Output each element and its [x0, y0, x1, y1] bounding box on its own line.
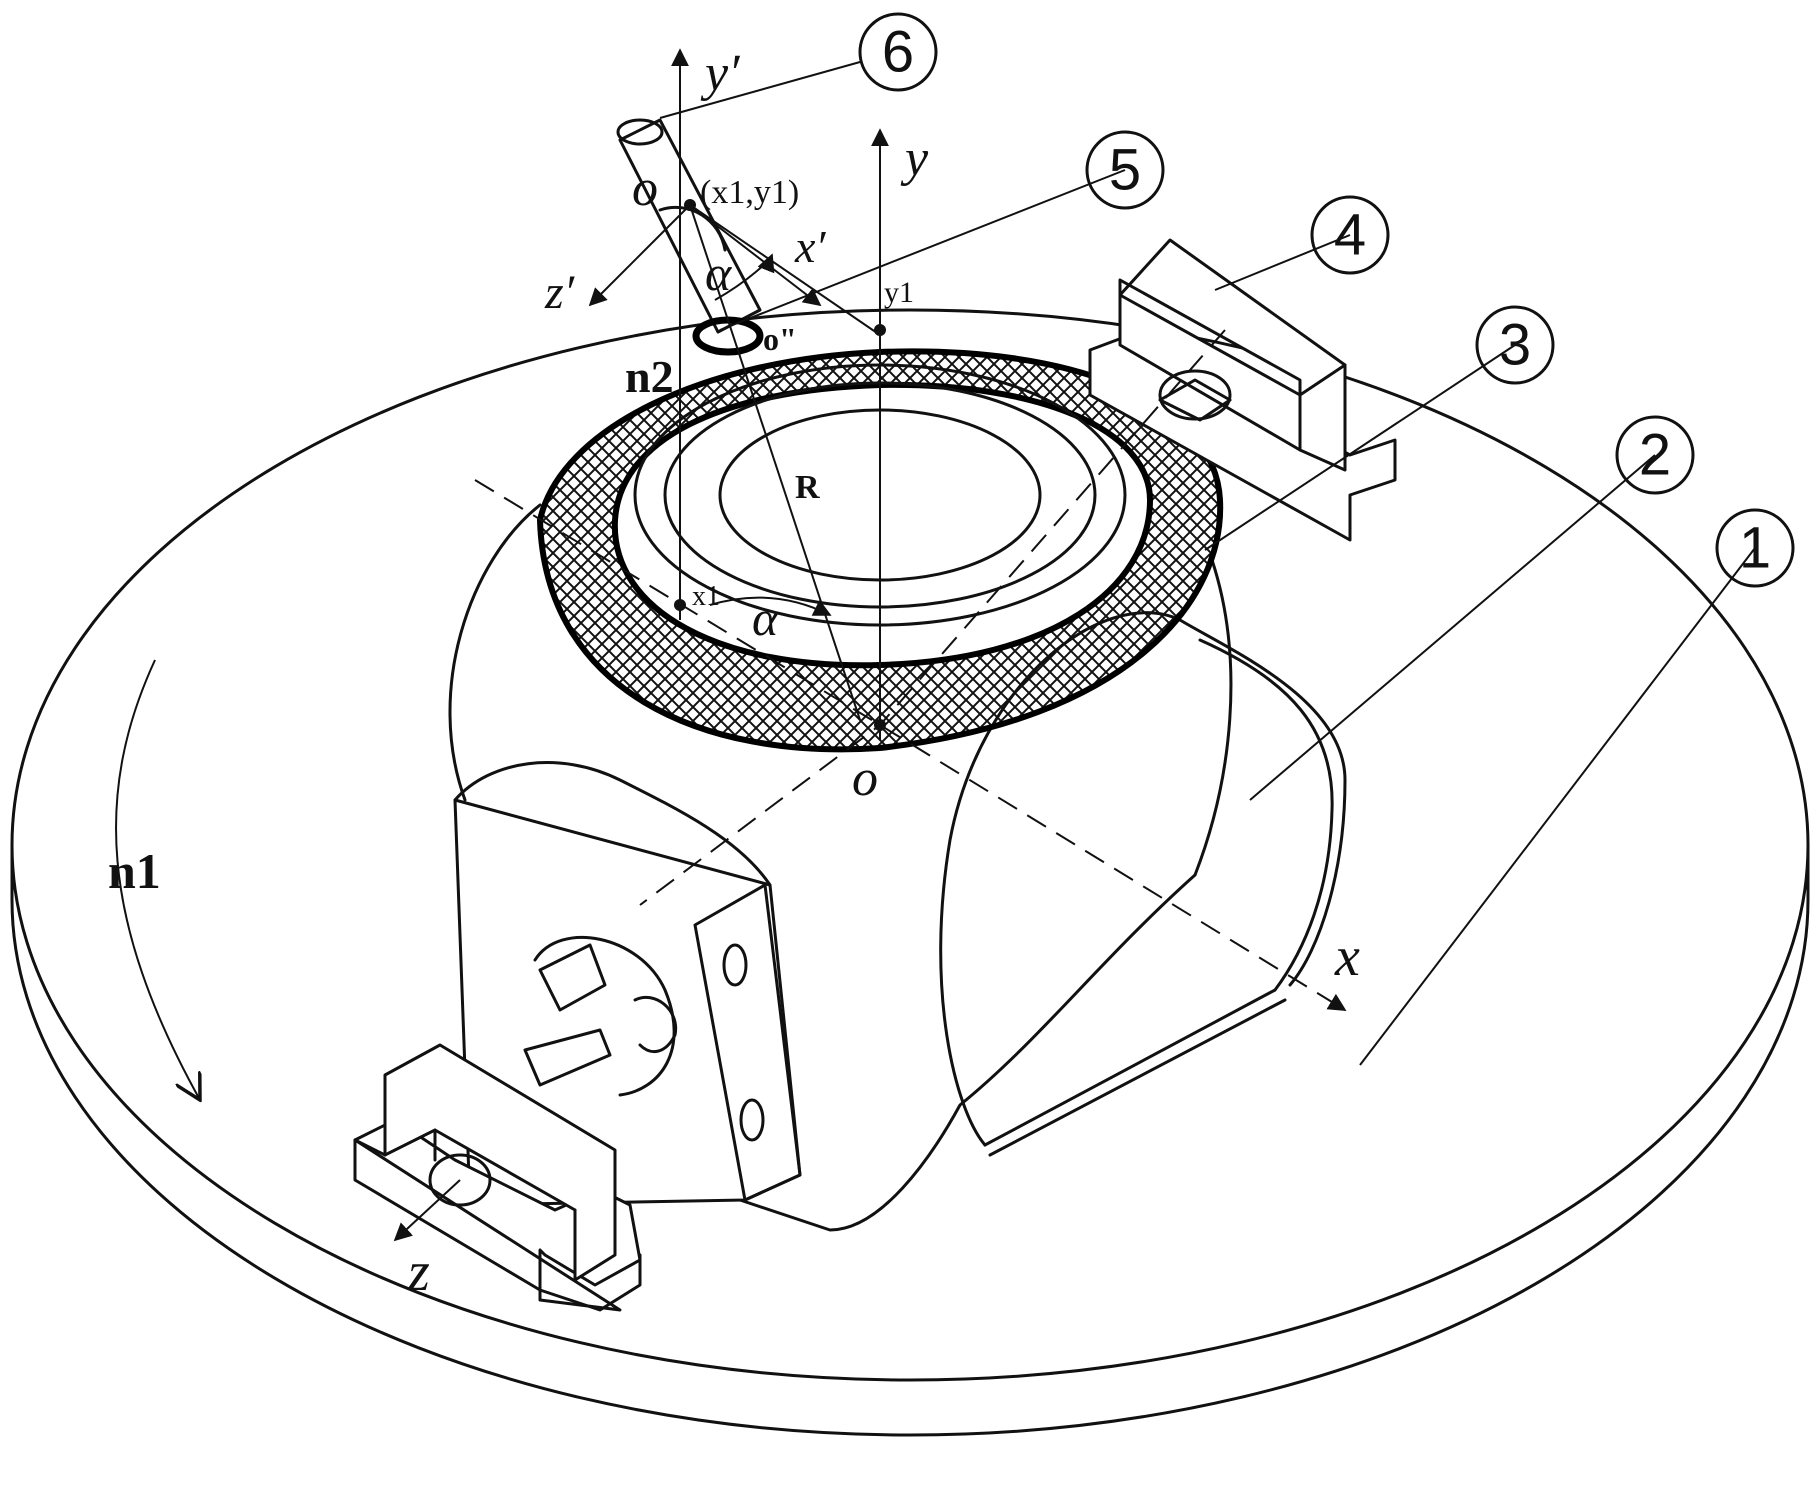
callout-5: 5 — [1085, 130, 1165, 210]
grinding-tool — [616, 118, 764, 356]
turntable-base — [10, 308, 1810, 1437]
label-n1: n1 — [108, 843, 161, 899]
coordinate-axes — [474, 48, 1347, 1011]
rotation-arrow-icon — [115, 659, 200, 1100]
callout-6-label: 6 — [882, 20, 914, 85]
callout-leaders — [659, 61, 1756, 1066]
label-z: z — [407, 1241, 430, 1303]
label-point-x1y1: (x1,y1) — [700, 174, 799, 211]
label-y1: y1 — [884, 276, 914, 309]
label-o-double-prime: o" — [763, 321, 797, 357]
callout-2: 2 — [1615, 415, 1695, 495]
callout-3: 3 — [1475, 305, 1555, 385]
label-alpha-bottom: α — [752, 590, 780, 646]
left-clamp-housing — [453, 761, 802, 1207]
callout-4-label: 4 — [1334, 203, 1366, 268]
label-x: x — [1334, 926, 1360, 988]
callout-6: 6 — [858, 12, 938, 92]
callout-1-label: 1 — [1739, 516, 1771, 581]
label-n2: n2 — [625, 351, 674, 402]
callout-5-label: 5 — [1109, 138, 1141, 203]
right-pillow-block — [1088, 238, 1397, 542]
label-y: y — [900, 130, 929, 187]
label-x-prime: x′ — [794, 221, 826, 272]
label-o: o — [852, 750, 878, 807]
left-pillow-block — [353, 1043, 642, 1312]
callout-2-label: 2 — [1639, 423, 1671, 488]
label-R: R — [795, 469, 820, 506]
label-y-prime: y′ — [700, 45, 741, 102]
callout-1: 1 — [1715, 508, 1795, 588]
label-x1: x1 — [692, 581, 720, 612]
label-o-prime: o — [632, 160, 658, 217]
label-alpha-top: α — [705, 245, 733, 301]
label-z-prime: z′ — [544, 266, 576, 319]
callout-3-label: 3 — [1499, 313, 1531, 378]
callout-4: 4 — [1310, 195, 1390, 275]
